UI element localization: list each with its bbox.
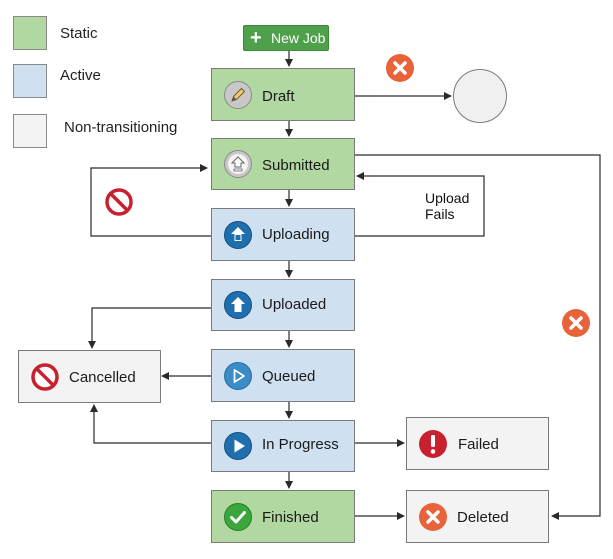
state-in-progress-label: In Progress	[262, 436, 339, 453]
no-entry-icon	[31, 363, 59, 391]
legend-nontransitioning-swatch	[13, 114, 47, 148]
legend-active-swatch	[13, 64, 47, 98]
legend-active-label: Active	[60, 67, 101, 84]
up-arrow-icon	[224, 291, 252, 319]
play-outline-icon	[224, 362, 252, 390]
upload-outline-icon	[224, 150, 252, 178]
state-failed-label: Failed	[458, 436, 499, 453]
state-deleted-label: Deleted	[457, 509, 509, 526]
upload-fails-label-line1: Upload	[425, 190, 470, 206]
legend-static-label: Static	[60, 25, 98, 42]
state-uploading-label: Uploading	[262, 226, 330, 243]
submitted-delete-x-icon	[562, 309, 590, 337]
cancel-upload-no-entry-icon	[105, 188, 133, 216]
state-uploaded-label: Uploaded	[262, 296, 327, 313]
legend-nontransitioning-label: Non-transitioning	[64, 119, 178, 136]
pencil-icon	[224, 81, 252, 109]
state-cancelled-label: Cancelled	[69, 369, 136, 386]
state-cancelled[interactable]	[18, 350, 161, 403]
arrow-uploaded-cancelled	[88, 307, 211, 349]
x-circle-icon	[419, 503, 447, 531]
legend-static-swatch	[13, 16, 47, 50]
arrow-uploading-submitted-left	[90, 164, 211, 237]
state-draft-label: Draft	[262, 88, 295, 105]
exclamation-icon	[419, 430, 447, 458]
end-state-circle	[453, 69, 507, 123]
plus-icon: +	[250, 27, 262, 49]
state-submitted-label: Submitted	[262, 157, 330, 174]
new-job-button[interactable]: + New Job	[243, 25, 329, 51]
arrow-inprogress-cancelled	[90, 404, 211, 444]
checkmark-icon	[224, 503, 252, 531]
new-job-label: New Job	[271, 30, 326, 46]
state-queued-label: Queued	[262, 368, 316, 385]
arrow-uploading-submitted-right	[355, 172, 485, 237]
play-icon	[224, 432, 252, 460]
draft-delete-x-icon	[386, 54, 414, 82]
uploading-arrow-icon	[224, 221, 252, 249]
upload-fails-label-line2: Fails	[425, 206, 455, 222]
state-finished-label: Finished	[262, 509, 319, 526]
arrow-submitted-deleted	[355, 154, 601, 520]
